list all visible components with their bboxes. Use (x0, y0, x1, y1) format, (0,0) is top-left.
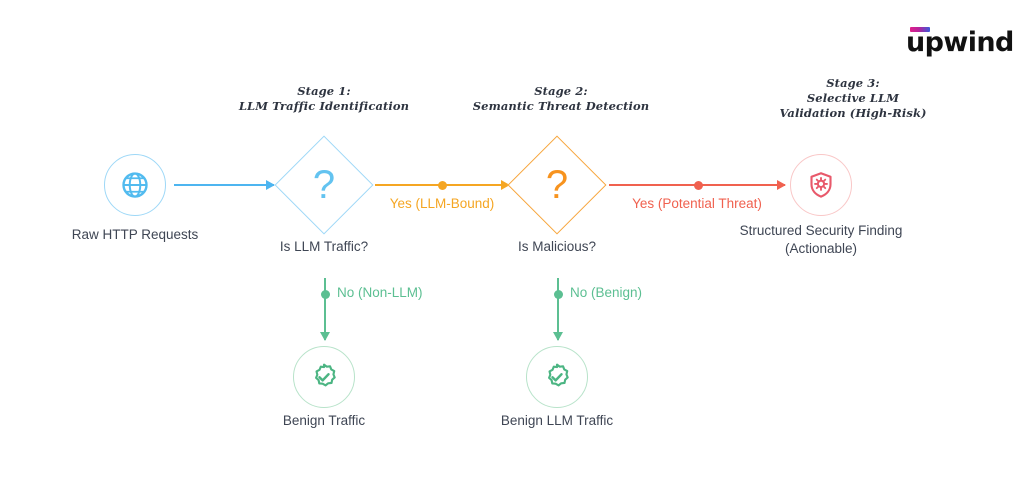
node-raw-http-requests[interactable] (104, 154, 166, 216)
edge-shaft (174, 184, 274, 186)
edge-midpoint-dot (694, 180, 703, 190)
edge-arrowhead (501, 180, 510, 190)
node-security-finding-label: Structured Security Finding (Actionable) (739, 223, 903, 256)
edge-stage2-no-label: No (Benign) (570, 285, 643, 300)
edge-arrowhead (777, 180, 786, 190)
stage-2-caption: Stage 2: Semantic Threat Detection (472, 84, 650, 113)
node-raw-http-requests-label: Raw HTTP Requests (71, 227, 199, 242)
stage-1-caption: Stage 1: LLM Traffic Identification (238, 84, 410, 113)
upwind-logo: upwind (906, 22, 1014, 62)
edge-midpoint-dot (438, 180, 447, 190)
logo-wordmark: upwind (906, 27, 1014, 58)
edge-arrowhead (320, 332, 330, 341)
edge-arrowhead (266, 180, 275, 190)
edge-shaft (557, 278, 559, 340)
edge-stage2-yes (609, 180, 786, 190)
node-security-finding[interactable] (790, 154, 852, 216)
edge-midpoint-dot (553, 290, 563, 299)
question-mark-icon: ? (545, 163, 569, 207)
globe-icon (122, 172, 148, 198)
stage-3-caption: Stage 3: Selective LLM Validation (High-… (779, 76, 927, 120)
verified-check-icon (315, 363, 336, 387)
node-benign-llm-traffic[interactable] (526, 346, 588, 408)
edge-raw-to-stage1 (174, 180, 275, 190)
edge-stage2-yes-label: Yes (Potential Threat) (632, 196, 762, 211)
edge-shaft (324, 278, 326, 340)
edge-stage2-no (553, 278, 563, 341)
logo-gradient-bar (910, 27, 930, 32)
shield-bug-icon (810, 172, 832, 198)
edge-stage1-no (320, 278, 330, 341)
node-is-llm-traffic-label: Is LLM Traffic? (279, 239, 369, 254)
node-is-malicious-label: Is Malicious? (517, 239, 597, 254)
node-benign-llm-traffic-label: Benign LLM Traffic (500, 413, 614, 428)
node-benign-traffic[interactable] (293, 346, 355, 408)
question-mark-icon: ? (312, 163, 336, 207)
node-benign-traffic-label: Benign Traffic (282, 413, 366, 428)
verified-check-icon (548, 363, 569, 387)
edge-arrowhead (553, 332, 563, 341)
edge-stage1-no-label: No (Non-LLM) (337, 285, 423, 300)
edge-stage1-yes-label: Yes (LLM-Bound) (389, 196, 495, 211)
edge-midpoint-dot (320, 290, 330, 299)
edge-stage1-yes (375, 180, 510, 190)
